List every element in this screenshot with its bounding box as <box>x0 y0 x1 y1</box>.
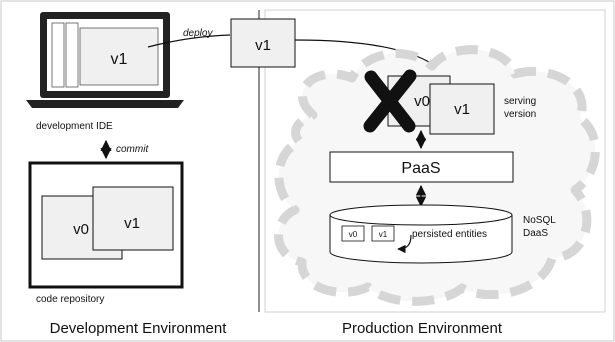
persist-curve-arrow <box>397 234 412 254</box>
development-ide-label: development IDE <box>36 121 113 132</box>
serving-version-label-line2: version <box>504 109 536 120</box>
deploy-arrow-from-ide <box>147 34 231 48</box>
code-repository-label: code repository <box>36 294 104 305</box>
paas-label: PaaS <box>401 160 440 177</box>
new-version-label: v1 <box>454 101 470 118</box>
ide-version-label: v1 <box>111 51 128 68</box>
paas-box <box>329 151 514 183</box>
repo-v1-box <box>92 186 174 251</box>
db-v0-box <box>341 225 365 242</box>
development-environment-label: Development Environment <box>50 320 228 337</box>
repo-v1-label: v1 <box>124 215 140 232</box>
repo-v0-label: v0 <box>73 221 89 238</box>
production-panel <box>264 9 606 313</box>
laptop-icon <box>26 12 184 108</box>
nosql-label-line2: DaaS <box>523 228 548 239</box>
deploy-artifact-label: v1 <box>255 37 271 54</box>
db-v1-label: v1 <box>379 230 388 239</box>
commit-label: commit <box>116 144 149 155</box>
old-version-label: v0 <box>414 93 430 110</box>
deploy-artifact-box <box>230 18 296 68</box>
db-v0-label: v0 <box>349 230 358 239</box>
new-version-box <box>429 83 495 135</box>
deploy-label: deploy <box>183 28 213 39</box>
production-environment-label: Production Environment <box>342 320 503 337</box>
persisted-entities-label: persisted entities <box>412 229 487 240</box>
nosql-label-line1: NoSQL <box>523 215 556 226</box>
db-v1-box <box>371 225 395 242</box>
retired-version-x-icon <box>363 69 417 133</box>
serving-version-label-line1: serving <box>504 96 536 107</box>
